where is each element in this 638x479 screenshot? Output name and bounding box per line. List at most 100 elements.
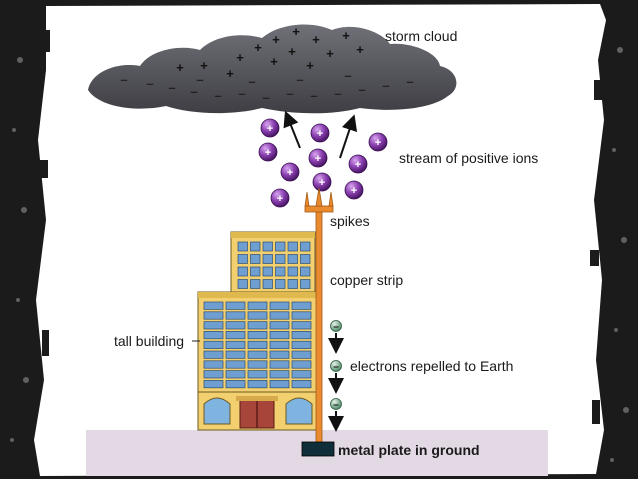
window [247,340,268,349]
svg-text:+: + [267,123,273,135]
window [269,360,290,369]
positive-ion: + [308,148,328,168]
positive-charge: + [306,58,314,73]
negative-charge: – [248,74,255,89]
positive-charge: + [326,46,334,61]
window [269,321,290,330]
positive-ion: + [344,180,364,200]
window [291,311,312,320]
window [291,301,312,310]
window [225,340,246,349]
window [300,254,311,264]
negative-charge: – [296,72,303,87]
positive-ion: + [280,162,300,182]
window [269,370,290,379]
window [247,301,268,310]
window [237,241,248,252]
negative-charge: – [334,86,341,101]
metal-plate [301,441,335,457]
window [225,350,246,359]
window [291,370,312,379]
window [300,241,311,252]
positive-charge: + [176,60,184,75]
window [250,254,261,264]
negative-charge: – [406,74,413,89]
window [203,340,224,349]
window [225,301,246,310]
window [269,340,290,349]
svg-text:+: + [287,167,293,179]
window [287,241,298,252]
negative-charge: – [382,78,389,93]
window [237,254,248,264]
negative-charge: – [286,86,293,101]
svg-text:–: – [333,400,339,411]
window [291,340,312,349]
window [247,380,268,389]
window [203,370,224,379]
window [225,360,246,369]
window [269,301,290,310]
positive-ions: ++++++++++ [258,118,388,208]
spikes [304,187,334,213]
electron: – [328,398,344,432]
window [225,311,246,320]
label-copper-strip: copper strip [330,272,403,288]
label-tall-building: tall building [114,333,184,349]
window [262,241,273,252]
positive-ion: + [260,118,280,138]
window [203,350,224,359]
electrons: – – – [328,320,344,432]
positive-charge: + [226,66,234,81]
negative-charge: – [310,88,317,103]
svg-text:+: + [317,128,323,140]
electron: – [328,320,344,354]
window [287,254,298,264]
negative-charge: – [146,76,153,91]
positive-charge: + [288,44,296,59]
copper-strip [315,211,323,447]
positive-ion: + [258,142,278,162]
svg-text:+: + [265,147,271,159]
label-spikes: spikes [330,213,370,229]
electron: – [328,360,344,394]
negative-charge: – [168,80,175,95]
positive-charge: + [270,54,278,69]
window [269,311,290,320]
positive-charge: + [312,32,320,47]
window [203,321,224,330]
storm-cloud: ++++++++++++++––––––––––––––––– [88,24,457,114]
positive-ion: + [312,172,332,192]
window [247,321,268,330]
label-electrons: electrons repelled to Earth [350,358,513,374]
label-positive-ions: stream of positive ions [399,150,538,166]
window [269,350,290,359]
window [300,279,311,289]
positive-ion: + [368,132,388,152]
window [287,266,298,277]
negative-charge: – [238,86,245,101]
window [203,360,224,369]
window [262,254,273,264]
window [300,266,311,277]
ion-arrows [283,110,358,159]
window [203,331,224,340]
window [247,311,268,320]
window [291,360,312,369]
positive-ion: + [310,123,330,143]
window [247,331,268,340]
tall-building [197,231,319,431]
svg-text:–: – [333,362,339,373]
window [262,266,273,277]
positive-charge: + [292,24,300,39]
window [291,350,312,359]
positive-charge: + [356,42,364,57]
window [247,360,268,369]
positive-charge: + [236,50,244,65]
svg-text:+: + [351,185,357,197]
negative-charge: – [214,88,221,103]
window [237,279,248,289]
positive-charge: + [254,40,262,55]
